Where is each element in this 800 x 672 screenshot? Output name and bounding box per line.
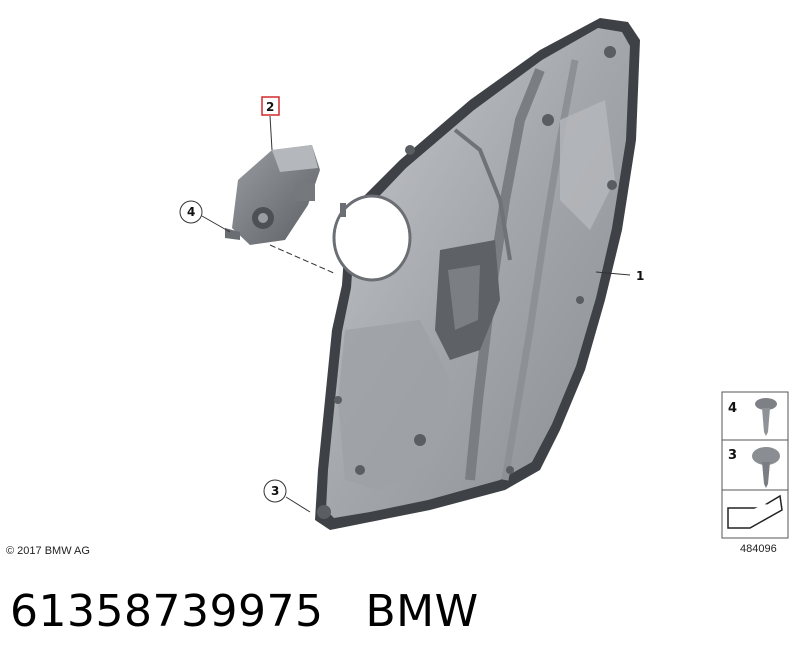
- callout-3: 3: [271, 484, 279, 498]
- callout-3-circle: [263, 479, 287, 503]
- screw-3-icon: [752, 447, 780, 488]
- callout-4: 4: [187, 205, 195, 219]
- part-number: 61358739975: [10, 586, 324, 637]
- window-motor: [225, 145, 320, 245]
- leader-1: [595, 271, 631, 276]
- callout-1: 1: [636, 269, 644, 283]
- legend-row-4-label: 4: [728, 401, 737, 416]
- leader-4-dashed: [269, 244, 337, 275]
- hardware-legend: 4 3: [721, 391, 789, 539]
- brand-label: BMW: [365, 586, 479, 637]
- leader-2: [269, 115, 273, 151]
- screw-4-icon: [755, 398, 777, 436]
- leader-4: [201, 215, 231, 233]
- parts-diagram: 1 2 3 4 4 3 484096 © 2017 BMW AG: [6, 18, 789, 557]
- direction-arrow-icon: [727, 494, 783, 529]
- door-carrier-panel: [315, 18, 640, 530]
- part-number-line: 61358739975 BMW: [10, 586, 479, 637]
- leader-lines: [201, 115, 631, 513]
- callout-4-circle: [179, 200, 203, 224]
- leader-3: [285, 496, 311, 513]
- copyright-text: © 2017 BMW AG: [6, 545, 90, 557]
- callout-2-highlight-box: [261, 96, 280, 116]
- diagram-id: 484096: [740, 543, 777, 555]
- legend-row-3-label: 3: [728, 448, 737, 463]
- callout-2: 2: [266, 100, 274, 114]
